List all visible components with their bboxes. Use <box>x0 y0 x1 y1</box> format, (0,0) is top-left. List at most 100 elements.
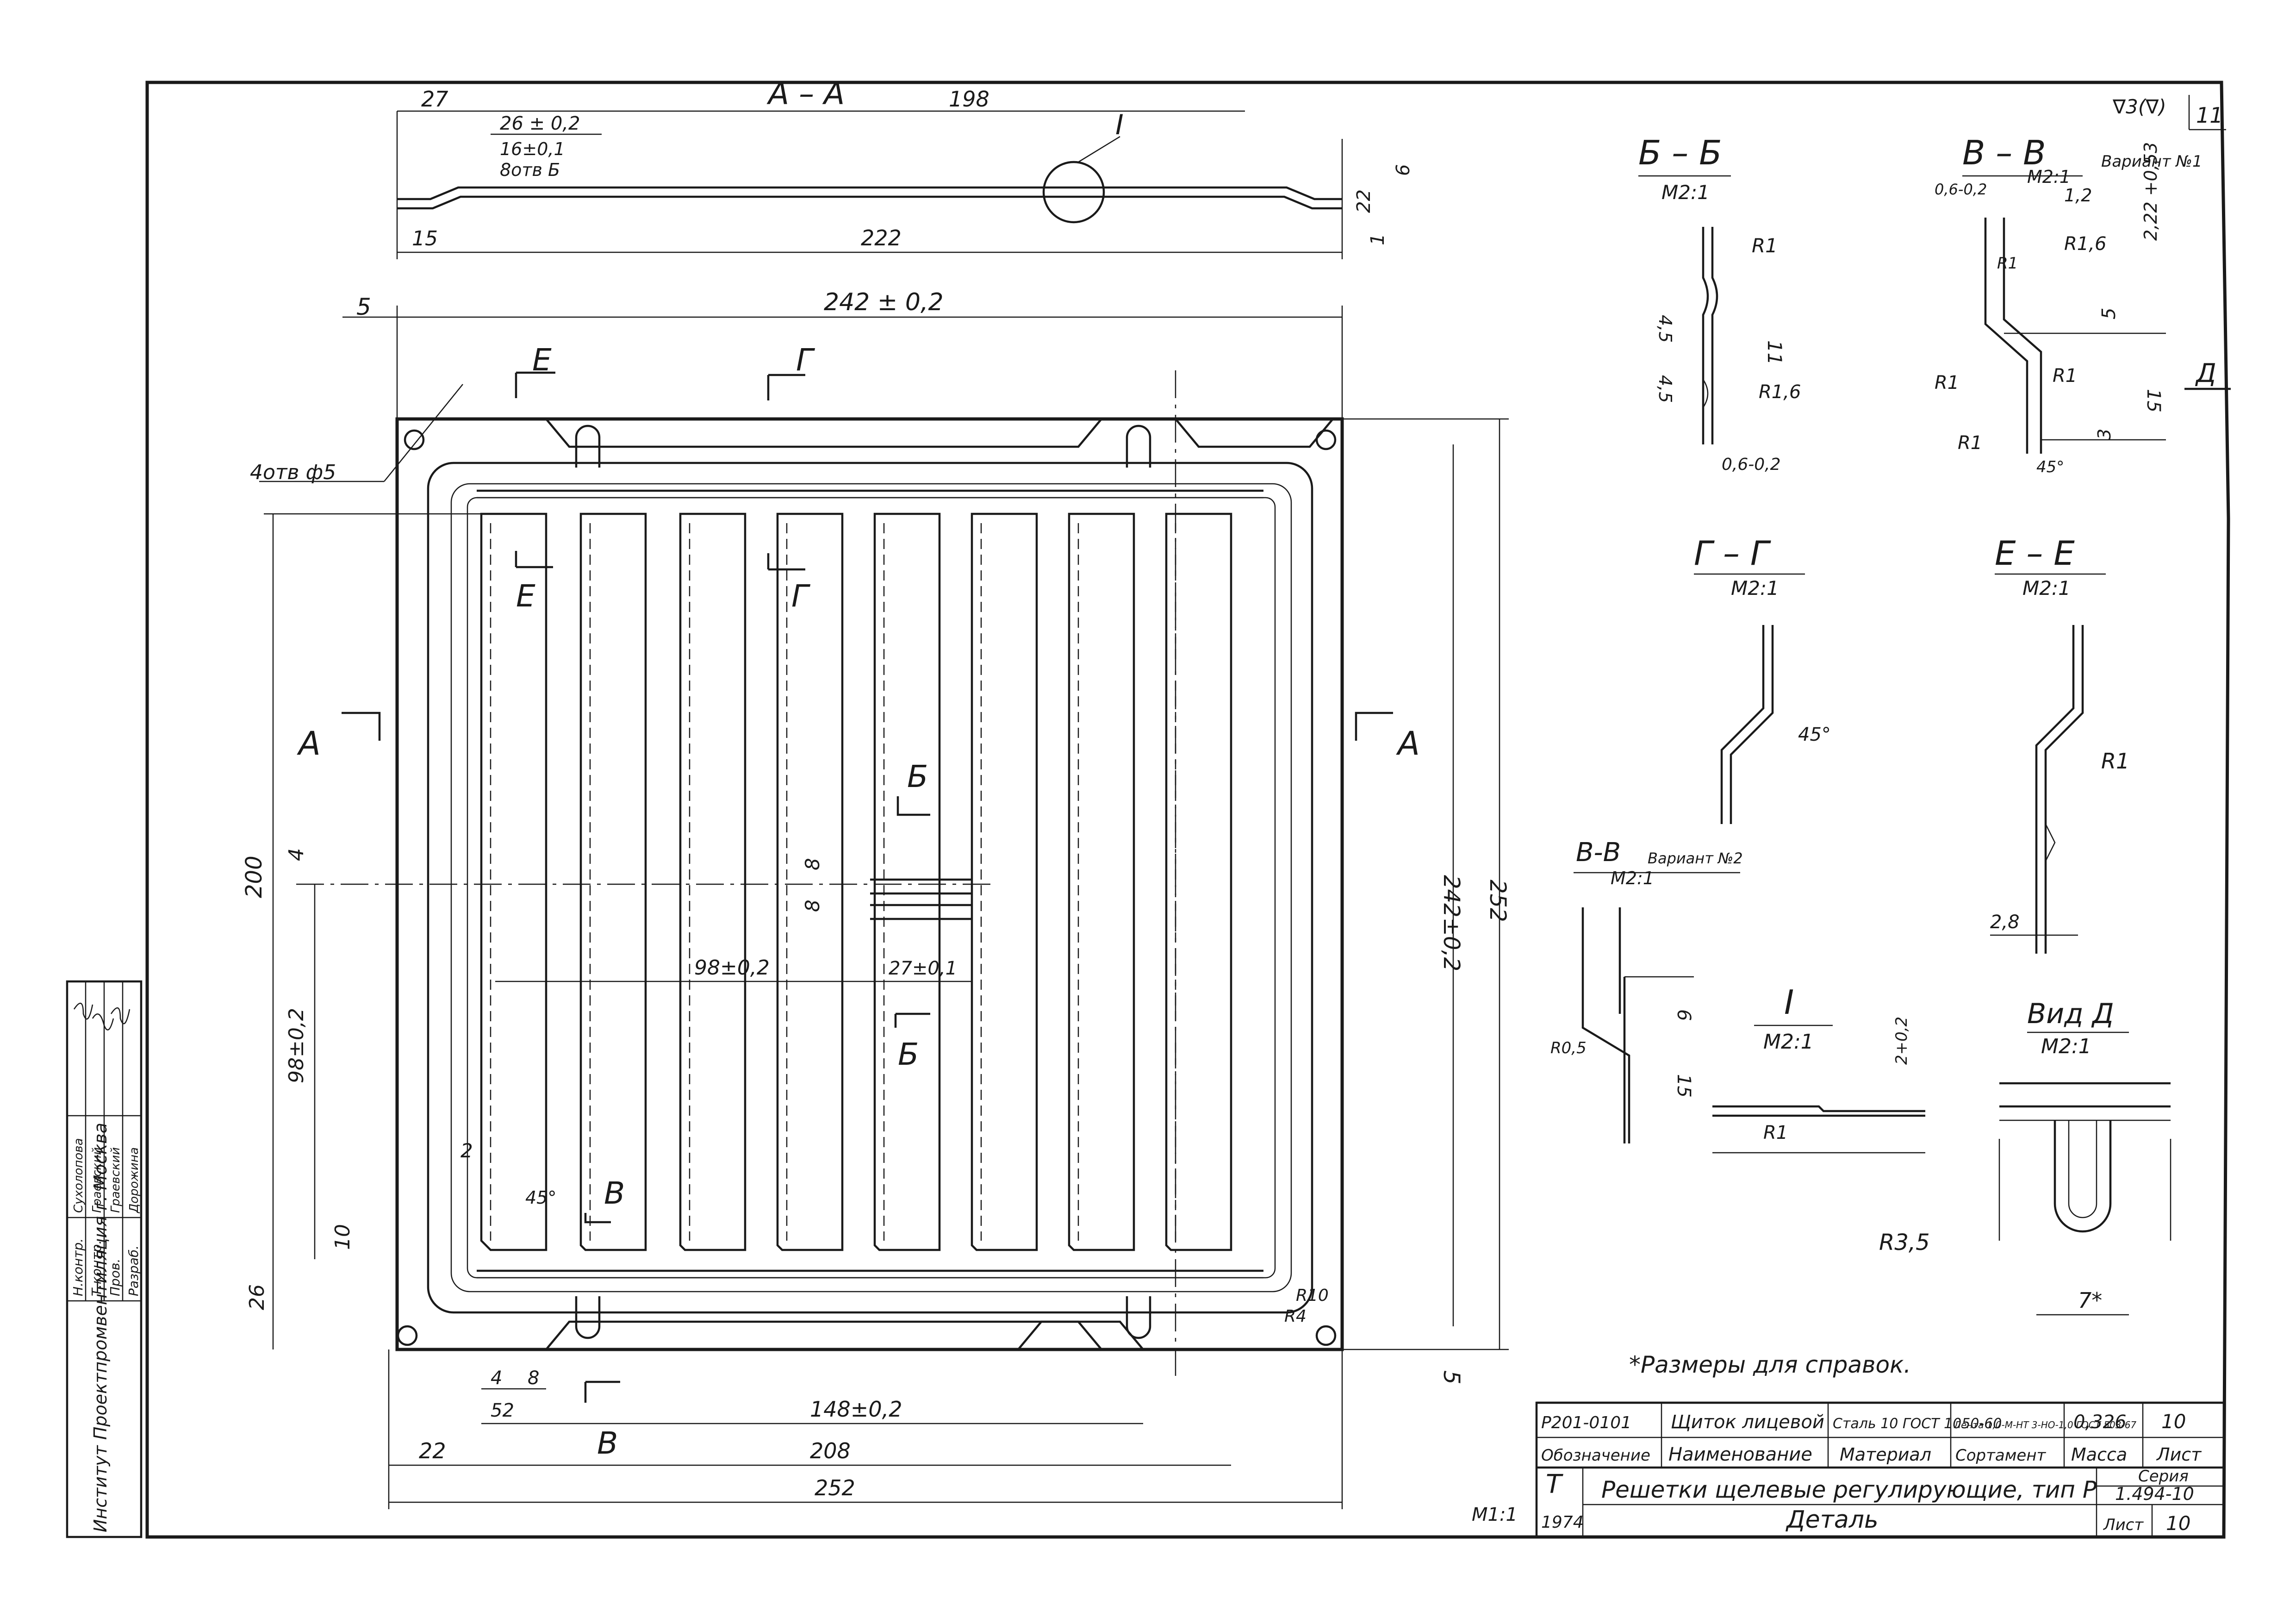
louver-slat <box>679 512 747 1251</box>
sheet-frame <box>145 81 2230 1539</box>
dim-5-top: 5 <box>356 294 371 320</box>
louver-slat <box>1068 512 1135 1251</box>
dim-bottom-208: 208 <box>810 1438 851 1463</box>
tb-code: Р201-0101 <box>1541 1413 1631 1432</box>
tb-h-mass: Масса <box>2071 1444 2127 1465</box>
section-bb-scale: М2:1 <box>1661 181 1710 204</box>
stamp-role-0: Н.контр. <box>70 1238 86 1296</box>
tb-h-designation: Обозначение <box>1541 1446 1650 1465</box>
detail-i-title: I <box>1784 983 1794 1022</box>
louver-slat <box>1165 512 1232 1251</box>
dim-bottom-148: 148±0,2 <box>810 1397 902 1422</box>
section-ee: Е – Е М2:1 R1 2,8 <box>1990 534 2129 954</box>
tb-letter: Т <box>1546 1469 1563 1499</box>
vv1-r1c: R1 <box>2053 365 2077 387</box>
tb-series-label: Серия <box>2138 1467 2189 1486</box>
section-aa-title: А – А <box>766 76 845 112</box>
section-bb: Б – Б М2:1 R1 4,5 4,5 11 R1,6 0,6-0,2 <box>1638 133 1801 474</box>
section-aa: А – А 27 198 26 ± 0,2 16±0,1 8отв Б I 15… <box>396 76 1414 259</box>
aa-dim-8otv: 8отв Б <box>500 160 560 180</box>
aa-dim-198: 198 <box>949 87 989 112</box>
dim-98-vertical: 98±0,2 <box>285 1008 308 1083</box>
dim-overall-width: 242 ± 0,2 <box>824 288 944 316</box>
dim-bottom-4: 4 <box>491 1368 502 1389</box>
gg-dim-45: 45° <box>1798 724 1831 745</box>
tb-h-name: Наименование <box>1668 1444 1812 1465</box>
bb-dim-45b: 4,5 <box>1655 375 1675 403</box>
tb-title: Решетки щелевые регулирующие, тип Р <box>1601 1476 2097 1503</box>
stamp-signatures <box>73 1003 131 1031</box>
aa-dim-15: 15 <box>412 227 438 250</box>
vv1-dim-3: 3 <box>2094 429 2115 440</box>
vv1-dim-45: 45° <box>2036 458 2064 476</box>
dim-8b: 8 <box>801 899 824 912</box>
ee-r1: R1 <box>2101 749 2129 774</box>
bb-r16: R1,6 <box>1759 381 1801 403</box>
bb-dim-45a: 4,5 <box>1655 315 1675 343</box>
cut-v-top: В <box>604 1175 625 1211</box>
ee-dim-28: 2,8 <box>1990 912 2020 933</box>
vv2-dim-15: 15 <box>1673 1074 1694 1098</box>
view-d-scale: М2:1 <box>2041 1035 2091 1058</box>
aa-dim-1: 1 <box>1367 234 1388 245</box>
tb-year: 1974 <box>1541 1513 1584 1532</box>
sheet-reference: 11 <box>2196 103 2223 128</box>
section-gg-title: Г – Г <box>1694 534 1771 573</box>
dim-5-bottom: 5 <box>1438 1370 1464 1385</box>
side-stamp-block: Институт Проектпромвентиляция г. Москва … <box>66 980 143 1538</box>
section-vv1-scale: М2:1 <box>2027 167 2071 187</box>
radius-r10: R10 <box>1296 1286 1329 1305</box>
tb-h-sheet: Лист <box>2156 1444 2202 1465</box>
louver-slats <box>579 512 1232 1251</box>
section-gg-scale: М2:1 <box>1731 577 1779 600</box>
tb-part-name: Щиток лицевой <box>1671 1412 1824 1433</box>
cut-e-top: E <box>532 342 552 378</box>
stamp-name-1: Граевский <box>90 1147 104 1213</box>
main-plan-view <box>296 370 1344 1380</box>
dimensions-note: *Размеры для справок. <box>1629 1351 1911 1378</box>
dim-inner-height: 200 <box>241 856 267 898</box>
dim-2: 2 <box>460 1139 473 1162</box>
tb-sheet: 10 <box>2166 1512 2190 1535</box>
section-vv2-variant: Вариант №2 <box>1648 849 1743 867</box>
dim-26: 26 <box>245 1284 269 1310</box>
dim-bottom-8: 8 <box>528 1368 539 1389</box>
title-block: Р201-0101 Щиток лицевой Сталь 10 ГОСТ 10… <box>1535 1401 2225 1538</box>
stamp-name-0: Сухолопова <box>72 1138 86 1213</box>
view-d-r35: R3,5 <box>1879 1230 1930 1255</box>
aa-dim-22: 22 <box>1353 189 1375 213</box>
bb-r1: R1 <box>1752 234 1778 257</box>
vv1-r1b: R1 <box>1935 372 1959 394</box>
dim-45: 45° <box>525 1187 556 1208</box>
cut-v-bottom: В <box>597 1425 618 1461</box>
dim-outer-height: 252 <box>1485 880 1511 922</box>
stamp-role-1: Т.контр. <box>89 1240 104 1296</box>
tb-sheet-label: Лист <box>2103 1516 2144 1534</box>
detail-i-dim-2: 2+0,2 <box>1892 1017 1911 1065</box>
vv1-dim-15: 15 <box>2143 389 2164 412</box>
tb-assortment: Лента 1,0-М-НТ 3-НО-1,0 ГОСТ 503-67 <box>1954 1419 2136 1430</box>
vv1-dim-12: 1,2 <box>2064 185 2092 206</box>
section-gg: Г – Г М2:1 45° <box>1694 534 1831 824</box>
stamp-role-3: Разраб. <box>126 1245 141 1296</box>
dim-98-horizontal: 98±0,2 <box>694 956 770 980</box>
section-bb-title: Б – Б <box>1638 133 1722 172</box>
tb-mass: 0,326 <box>2073 1412 2127 1433</box>
dim-bottom-252: 252 <box>815 1475 855 1500</box>
dim-bottom-22: 22 <box>419 1438 446 1463</box>
holes-note: 4отв ф5 <box>250 461 336 484</box>
tb-h-material: Материал <box>1840 1444 1931 1465</box>
vv1-r16: R1,6 <box>2064 233 2106 255</box>
vv1-r1a: R1 <box>1997 254 2018 273</box>
cut-b-top: Б <box>907 759 928 794</box>
dim-8a: 8 <box>801 858 824 870</box>
tb-h-assortment: Сортамент <box>1955 1446 2047 1465</box>
detail-i-r1: R1 <box>1763 1122 1788 1143</box>
dim-4: 4 <box>285 848 308 861</box>
cut-a-left: A <box>297 725 321 762</box>
section-ee-scale: М2:1 <box>2022 577 2071 600</box>
cut-e-bottom: E <box>516 578 535 614</box>
section-vv2-title: В-В <box>1576 837 1621 868</box>
dim-27-horizontal: 27±0,1 <box>889 958 957 979</box>
